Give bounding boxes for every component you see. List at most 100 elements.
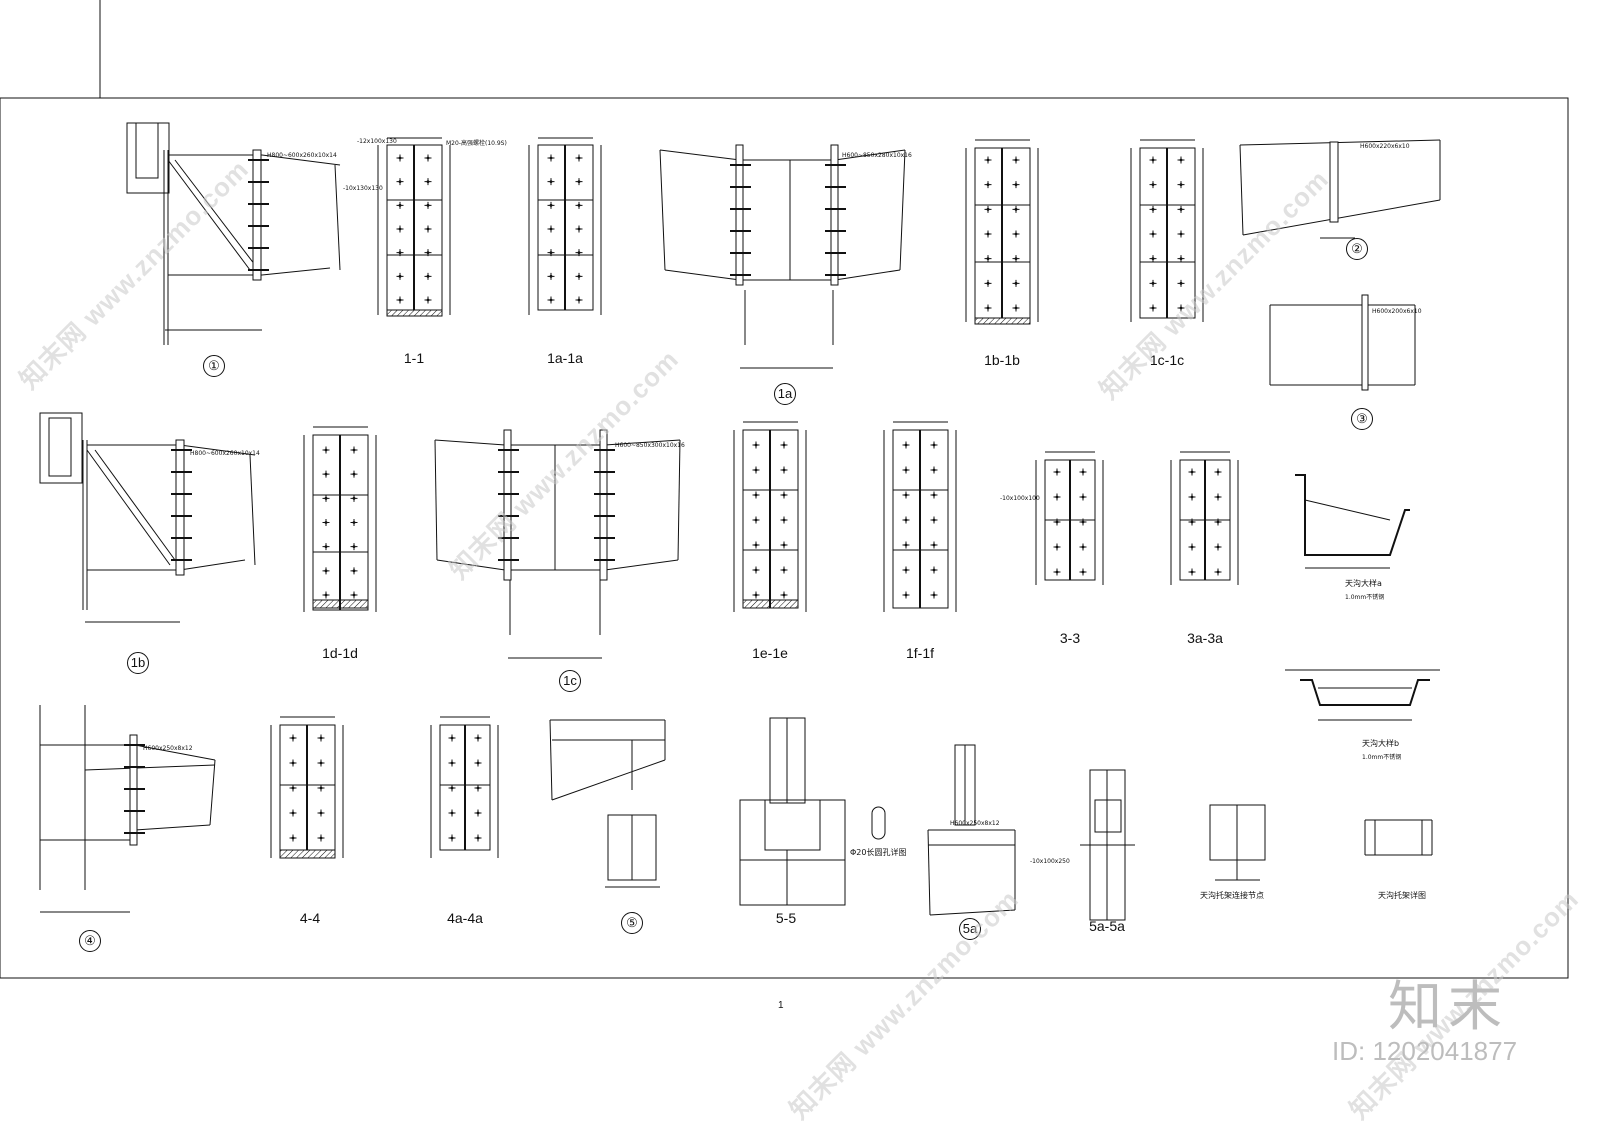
bolt-mark	[317, 784, 325, 792]
bolt-mark	[984, 205, 992, 214]
bolt-mark	[547, 177, 555, 186]
section-title-1b-1b: 1b-1b	[984, 352, 1020, 368]
bolt-mark	[1079, 468, 1087, 476]
bolt-mark	[752, 541, 760, 549]
bolt-mark	[424, 154, 432, 162]
bolt-mark	[575, 154, 583, 162]
bolt-mark	[575, 225, 583, 233]
section-title-1-1: 1-1	[403, 350, 425, 366]
bolt-mark	[289, 809, 297, 817]
section-4a-4a	[430, 716, 499, 858]
bolt-mark	[1079, 493, 1087, 501]
section-1f-1f	[883, 421, 957, 612]
section-3a-3a	[1170, 451, 1239, 585]
bolt-mark	[1149, 279, 1157, 288]
detail-number-1a: 1a	[774, 383, 796, 405]
section-title-1f-1f: 1f-1f	[905, 645, 934, 661]
bolt-mark	[1149, 180, 1157, 189]
bolt-mark	[1214, 568, 1222, 576]
bolt-mark	[474, 834, 482, 842]
gutter-detail-b	[1285, 669, 1440, 721]
bolt-mark	[474, 734, 482, 742]
bolt-mark	[1053, 493, 1061, 501]
sheet-border	[0, 0, 1569, 979]
bolt-mark	[1053, 543, 1061, 551]
member-label-h3: H600x200x6x10	[1372, 308, 1422, 315]
bolt-mark	[322, 542, 330, 551]
bolt-mark	[1149, 205, 1157, 214]
bolt-mark	[984, 180, 992, 189]
bolt-mark	[350, 446, 358, 454]
bolt-mark	[930, 491, 938, 499]
plate-label-3: -10x100x100	[1000, 495, 1040, 502]
bolt-mark	[317, 809, 325, 817]
detail-number-1b: 1b	[127, 652, 149, 674]
bolt-mark	[752, 516, 760, 524]
section-title-1d-1d: 1d-1d	[322, 645, 358, 661]
bolt-mark	[396, 201, 404, 210]
bolt-mark	[289, 834, 297, 842]
brand-logo: 知末	[1388, 975, 1508, 1038]
slot-detail-label: Φ20长圆孔详图	[850, 848, 907, 857]
bolt-mark	[289, 734, 297, 742]
bolt-mark	[1188, 568, 1196, 576]
bolt-mark	[424, 225, 432, 233]
bolt-mark	[1214, 468, 1222, 476]
bolt-mark	[902, 491, 910, 499]
bolt-mark	[289, 784, 297, 792]
section-title-4a-4a: 4a-4a	[447, 910, 483, 926]
bolt-mark	[575, 177, 583, 186]
detail-5	[549, 719, 666, 888]
bolt-mark	[1012, 230, 1020, 238]
bolt-mark	[322, 566, 330, 575]
bolt-mark	[902, 466, 910, 474]
bolt-mark	[752, 591, 760, 599]
bolt-mark	[902, 516, 910, 524]
bolt-mark	[1012, 156, 1020, 164]
bolt-mark	[424, 296, 432, 304]
bolt-mark	[984, 156, 992, 164]
detail-number-2: ②	[1346, 238, 1368, 260]
resource-id: ID: 1202041877	[1332, 1036, 1518, 1066]
section-title-3a-3a: 3a-3a	[1187, 630, 1223, 646]
bolt-pattern	[124, 154, 1222, 842]
bolt-mark	[1177, 156, 1185, 164]
detail-number-1c: 1c	[559, 670, 581, 692]
bolt-mark	[1188, 493, 1196, 501]
bolt-mark	[322, 591, 330, 599]
bolt-mark	[474, 809, 482, 817]
bolt-mark	[289, 759, 297, 767]
bolt-mark	[902, 541, 910, 549]
gutter-b-note: 1.0mm不锈钢	[1362, 754, 1402, 761]
bolt-mark	[1214, 493, 1222, 501]
section-title-1c-1c: 1c-1c	[1149, 352, 1185, 368]
bolt-mark	[474, 759, 482, 767]
bolt-mark	[1012, 254, 1020, 263]
gutter-b-label: 天沟大样b	[1362, 739, 1400, 748]
bolt-mark	[1012, 279, 1020, 288]
detail-number-3: ③	[1351, 408, 1373, 430]
bolt-mark	[350, 518, 358, 527]
bolt-mark	[322, 494, 330, 503]
bolt-mark	[1149, 156, 1157, 164]
bolt-mark	[396, 154, 404, 162]
member-label-h5a: H600x250x8x12	[950, 820, 1000, 827]
detail-number-4: ④	[79, 930, 101, 952]
bolt-mark	[780, 516, 788, 524]
plate-label-4: -10x100x250	[1030, 858, 1070, 865]
section-title-1e-1e: 1e-1e	[752, 645, 788, 661]
bolt-mark	[1053, 468, 1061, 476]
detail-5a	[927, 744, 1016, 916]
page-number: 1	[778, 1000, 784, 1011]
bolt-mark	[350, 566, 358, 575]
detail-1	[126, 122, 341, 345]
detail-number-1: ①	[203, 355, 225, 377]
bolt-mark	[448, 809, 456, 817]
bolt-mark	[930, 591, 938, 599]
detail-number-5a: 5a	[959, 918, 981, 940]
bolt-mark	[752, 466, 760, 474]
bolt-mark	[474, 784, 482, 792]
section-1-1	[377, 137, 451, 317]
member-label-h1a: H600~850x280x10x16	[842, 152, 912, 159]
section-1e-1e	[733, 421, 807, 612]
